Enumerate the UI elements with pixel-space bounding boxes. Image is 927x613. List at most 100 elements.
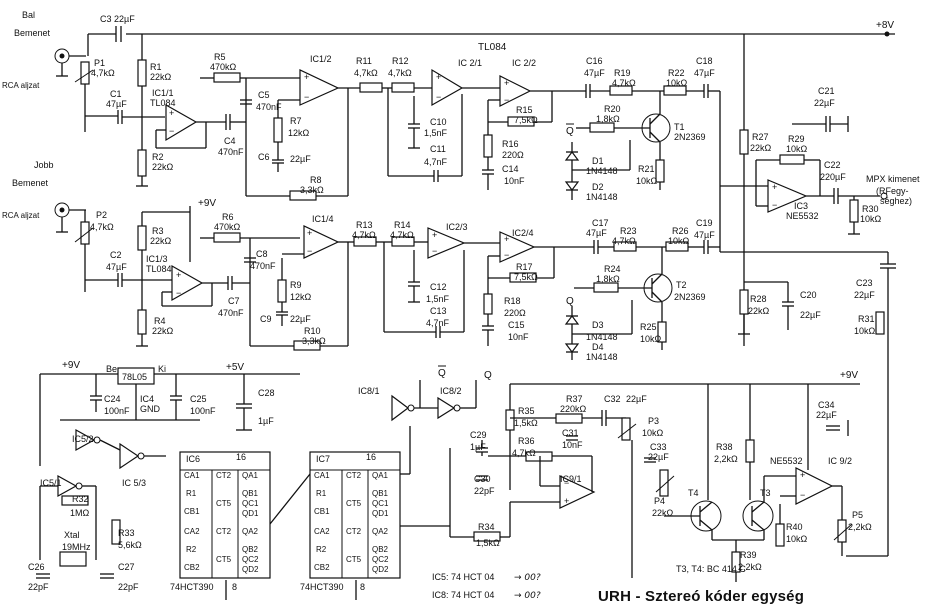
value-c32: 22µF: [626, 394, 647, 404]
label-ki: Ki: [158, 364, 166, 374]
value-r2: 22kΩ: [152, 162, 174, 172]
label-c7: C7: [228, 296, 240, 306]
ic6-pin-ct5b: CT5: [216, 555, 232, 564]
gate-ic8-2: [437, 396, 456, 420]
label-p3: P3: [648, 416, 659, 426]
label-r10: R10: [304, 326, 321, 336]
value-r25: 10kΩ: [640, 334, 662, 344]
value-p5: 2,2kΩ: [848, 522, 872, 532]
value-r37: 220kΩ: [560, 404, 587, 414]
label-c9: C9: [260, 314, 272, 324]
value-r28: 22kΩ: [748, 306, 770, 316]
ic7-pin-ct2a: CT2: [346, 471, 362, 480]
value-r4: 22kΩ: [152, 326, 174, 336]
note-ic8: IC8: 74 HCT 04: [432, 590, 494, 600]
svg-text:−: −: [800, 490, 805, 500]
note-ic5-hand: → 00?: [514, 573, 541, 583]
label-r24: R24: [604, 264, 621, 274]
value-c31: 10nF: [562, 440, 583, 450]
value-c16: 47µF: [584, 68, 605, 78]
label-c28: C28: [258, 388, 275, 398]
opamp-ic2-4: [499, 231, 536, 263]
svg-text:−: −: [504, 95, 509, 105]
value-c22: 220µF: [820, 172, 846, 182]
value-c4: 470nF: [218, 147, 244, 157]
svg-text:+: +: [564, 496, 569, 506]
label-p4: P4: [654, 496, 665, 506]
label-c13: C13: [430, 306, 447, 316]
label-be: Be: [106, 364, 117, 374]
pin16-ic7: 16: [366, 452, 376, 462]
label-r3: R3: [152, 226, 164, 236]
value-r24: 1,8kΩ: [596, 274, 620, 284]
label-d4: D4: [592, 342, 604, 352]
label-r29: R29: [788, 134, 805, 144]
svg-text:−: −: [436, 92, 441, 102]
value-r6: 470kΩ: [214, 222, 241, 232]
label-c15: C15: [508, 320, 525, 330]
label-d3: D3: [592, 320, 604, 330]
opamp-ic2-3: [427, 227, 466, 259]
ic6-pin-qb1: QB1: [242, 489, 259, 498]
label-9v-c: +9V: [840, 370, 858, 381]
value-r30: 10kΩ: [860, 214, 882, 224]
svg-text:−: −: [504, 250, 509, 260]
value-c21: 22µF: [814, 98, 835, 108]
value-c17: 47µF: [586, 228, 607, 238]
svg-text:+: +: [432, 230, 437, 240]
svg-text:+: +: [772, 182, 777, 192]
label-r4: R4: [154, 316, 166, 326]
label-tl084-b: TL084: [146, 264, 172, 274]
value-c24: 100nF: [104, 406, 130, 416]
value-c2: 47µF: [106, 262, 127, 272]
label-r14: R14: [394, 220, 411, 230]
label-c18: C18: [696, 56, 713, 66]
label-r34: R34: [478, 522, 495, 532]
label-5v: +5V: [226, 362, 244, 373]
label-c25: C25: [190, 394, 207, 404]
label-r26: R26: [672, 226, 689, 236]
label-r28: R28: [750, 294, 767, 304]
value-r17: 7,5kΩ: [514, 272, 538, 282]
gate-ic5-3: [119, 442, 140, 470]
opamp-ic2-2: [499, 75, 532, 107]
svg-text:+: +: [304, 72, 309, 82]
label-t1: T1: [674, 122, 685, 132]
svg-text:+: +: [307, 228, 312, 238]
ic7-pin-qb2: QB2: [372, 545, 389, 554]
ic7-pin-qa1: QA1: [372, 471, 389, 480]
label-ic4: IC4: [140, 394, 154, 404]
label-ic24: IC2/4: [512, 228, 534, 238]
label-xtal: Xtal: [64, 530, 80, 540]
label-c34: C34: [818, 400, 835, 410]
value-r20: 1,8kΩ: [596, 114, 620, 124]
value-r13: 4,7kΩ: [352, 230, 376, 240]
value-d3: 1N4148: [586, 332, 618, 342]
label-r9: R9: [290, 280, 302, 290]
label-c2: C2: [110, 250, 122, 260]
label-r11: R11: [356, 56, 372, 66]
value-r21: 10kΩ: [636, 176, 658, 186]
label-c26: C26: [28, 562, 45, 572]
label-r22: R22: [668, 68, 685, 78]
label-r5: R5: [214, 52, 226, 62]
value-d1: 1N4148: [586, 166, 618, 176]
label-ic12: IC1/2: [310, 54, 332, 64]
value-r35: 1,5kΩ: [514, 418, 538, 428]
value-c18: 47µF: [694, 68, 715, 78]
label-c6: C6: [258, 152, 270, 162]
value-r18: 220Ω: [504, 308, 526, 318]
label-mpx-2: (RFegy-: [876, 186, 909, 196]
ic7-pin-ct5b: CT5: [346, 555, 362, 564]
label-c21: C21: [818, 86, 835, 96]
label-ic81: IC8/1: [358, 386, 380, 396]
label-p5: P5: [852, 510, 863, 520]
value-p4: 22kΩ: [652, 508, 674, 518]
ic7-pin-ca2: CA2: [314, 527, 330, 536]
value-c7: 470nF: [218, 308, 244, 318]
value-c15: 10nF: [508, 332, 529, 342]
value-r34: 1,5kΩ: [476, 538, 500, 548]
label-r20: R20: [604, 104, 621, 114]
svg-text:+: +: [176, 270, 181, 280]
label-rca-right: RCA aljzat: [2, 211, 40, 220]
